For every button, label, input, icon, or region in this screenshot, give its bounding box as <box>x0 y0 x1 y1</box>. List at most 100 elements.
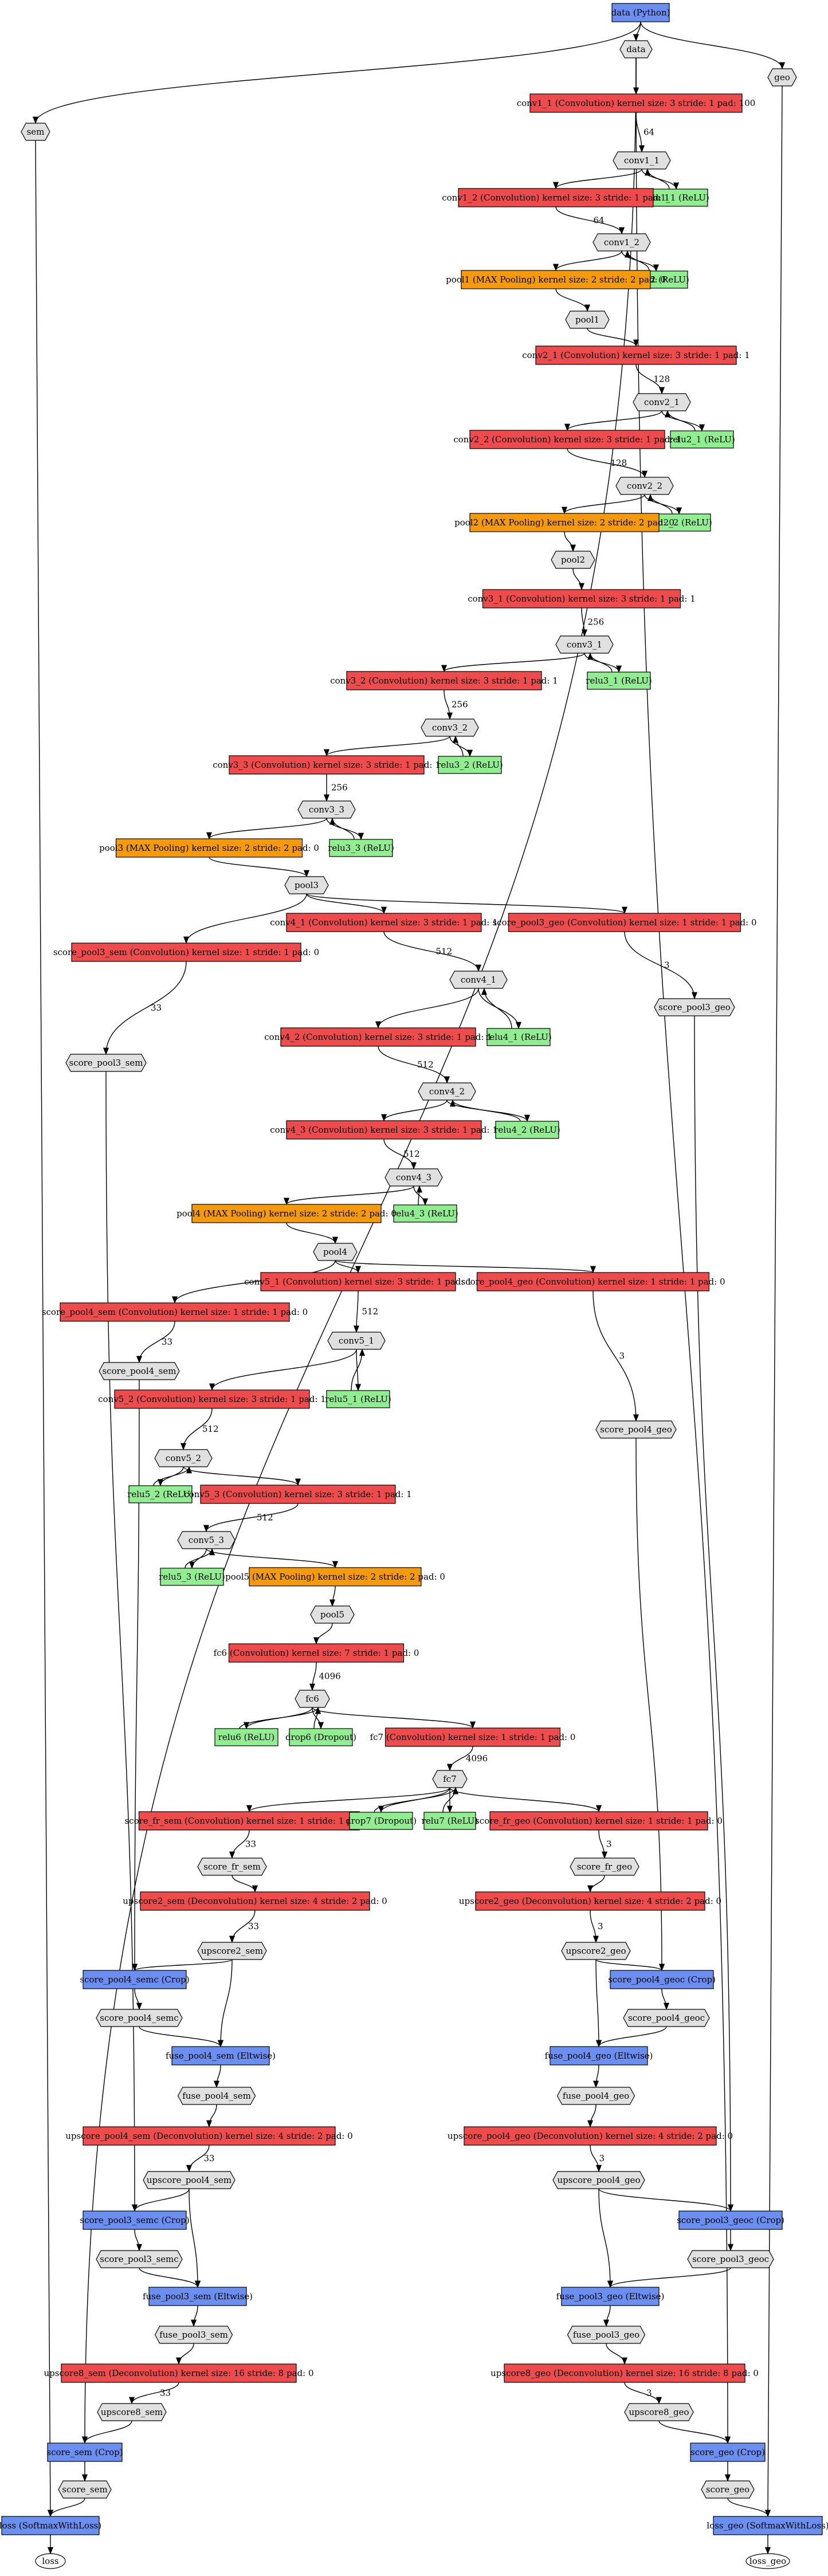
blob-node-loss: loss <box>35 2553 66 2569</box>
node-shape <box>21 123 50 141</box>
edge-conv1_1-to-conv1_2_L <box>553 168 642 190</box>
layer-node-relu7: relu7 (ReLU) <box>422 1812 478 1830</box>
edge-relu5_1-to-conv5_1 <box>351 1348 366 1391</box>
node-shape <box>550 2046 648 2065</box>
edge-pool4-to-conv5_1_L <box>335 1260 361 1274</box>
layer-node-fc7-L: fc7 (Convolution) kernel size: 1 stride:… <box>370 1727 575 1747</box>
edge-label-upscore_pool4_geo: 3 <box>599 2153 605 2163</box>
edge-fuse_pool3_geo-to-upscore8_geo_L <box>606 2343 628 2365</box>
edge-label-upscore8_geo: 3 <box>646 2388 652 2398</box>
edge-fc7_L-to-fc7 <box>446 1746 473 1772</box>
edge-upscore8_sem_L-to-upscore8_sem <box>129 2382 179 2405</box>
edge-labels-layer: 6464128128256256256512333512512512333512… <box>151 127 670 2398</box>
node-shape <box>229 755 425 775</box>
node-label: conv5_2 <box>166 1453 201 1463</box>
node-shape <box>284 876 329 894</box>
node-shape <box>449 971 508 989</box>
node-shape <box>475 1891 705 1911</box>
node-shape <box>349 1812 413 1830</box>
edge-conv5_1-to-relu5_1 <box>355 1349 362 1392</box>
node-label: upscore_pool4_geo <box>558 2175 641 2185</box>
edge-conv1_2_L-to-conv1_2 <box>555 206 625 235</box>
edge-label-conv5_2: 512 <box>202 1424 219 1434</box>
edge-fuse_pool4_geo-to-upscore_pool4_geo_L <box>587 2104 597 2128</box>
node-label: pool3 <box>295 880 319 890</box>
node-shape <box>286 1120 482 1140</box>
layer-node-fuse-pool4-geo-L: fuse_pool4_geo (Eltwise) <box>545 2046 653 2065</box>
layer-node-conv4-2-L: conv4_2 (Convolution) kernel size: 3 str… <box>264 1027 492 1047</box>
edge-relu2_2-to-conv2_2 <box>647 493 673 515</box>
node-shape <box>476 1272 710 1291</box>
node-shape <box>418 1082 476 1101</box>
layer-node-relu3-1: relu3_1 (ReLU) <box>586 672 652 690</box>
node-label: fuse_pool3_sem <box>159 2330 228 2340</box>
node-label: fuse_pool4_geo (Eltwise) <box>545 2051 653 2061</box>
edge-label-conv3_3: 256 <box>331 783 348 793</box>
edge-conv4_3_L-to-conv4_3 <box>383 1138 417 1170</box>
blob-node-upscore8-sem: upscore8_sem <box>97 2403 167 2421</box>
node-shape <box>313 1243 358 1261</box>
layer-node-upscore8-geo-L: upscore8_geo (Deconvolution) kernel size… <box>490 2363 759 2383</box>
edge-score_fr_geo-to-upscore2_geo_L <box>587 1875 605 1893</box>
edge-upscore2_geo_L-to-upscore2_geo <box>590 1910 599 1943</box>
node-shape <box>654 998 735 1016</box>
layer-node-conv3-3-L: conv3_3 (Convolution) kernel size: 3 str… <box>213 755 441 775</box>
edge-upscore8_geo-to-score_geo_L <box>658 2420 731 2444</box>
node-label: score_pool3_geo <box>658 1002 731 1012</box>
node-shape <box>486 1028 551 1046</box>
edge-label-score_fr_sem: 33 <box>245 1839 256 1849</box>
node-shape <box>60 1302 290 1322</box>
edge-upscore2_geo-to-score_pool4_geoc_L <box>595 1959 665 1972</box>
node-label: fuse_pool3_sem (Eltwise) <box>143 2291 253 2302</box>
layer-node-pool5-L: pool5 (MAX Pooling) kernel size: 2 strid… <box>225 1567 445 1587</box>
blob-node-pool3: pool3 <box>284 876 329 894</box>
layer-node-fuse-pool4-sem-L: fuse_pool4_sem (Eltwise) <box>166 2046 276 2065</box>
node-shape <box>97 2403 167 2421</box>
node-label: upscore_pool4_geo (Deconvolution) kernel… <box>448 2131 733 2141</box>
node-shape <box>384 1168 443 1187</box>
layer-node-conv5-1-L: conv5_1 (Convolution) kernel size: 3 str… <box>244 1272 472 1291</box>
blob-node-score-pool3-geoc: score_pool3_geoc <box>687 2250 774 2268</box>
edge-conv3_3-to-pool3_L <box>206 818 327 840</box>
node-label: fuse_pool3_geo (Eltwise) <box>556 2291 665 2302</box>
node-label: loss <box>42 2556 58 2566</box>
node-shape <box>83 2126 336 2146</box>
node-label: upscore2_sem <box>201 1946 263 1956</box>
edge-upscore_pool4_geo-to-score_pool3_geoc_L <box>598 2188 733 2212</box>
edge-pool3_L-to-pool3 <box>209 857 309 878</box>
node-shape <box>280 1027 476 1047</box>
edge-relu4_1-to-conv4_1 <box>481 987 512 1029</box>
layer-node-relu4-3: relu4_3 (ReLU) <box>392 1204 458 1223</box>
edge-score_pool4_geoc_L-to-score_pool4_geoc <box>661 1988 670 2010</box>
edge-label-conv5_3: 512 <box>257 1513 273 1523</box>
blob-node-fuse-pool4-geo: fuse_pool4_geo <box>556 2087 635 2105</box>
node-shape <box>115 838 303 858</box>
node-label: score_sem (Crop) <box>46 2447 123 2457</box>
node-label: score_sem <box>62 2484 107 2495</box>
edge-score_pool4_geo_L-to-score_pool4_geo <box>592 1290 639 1422</box>
node-label: pool1 (MAX Pooling) kernel size: 2 strid… <box>446 274 666 285</box>
node-label: conv3_2 (Convolution) kernel size: 3 str… <box>330 676 558 686</box>
layer-node-score-pool4-geoc-L: score_pool4_geoc (Crop) <box>608 1970 716 1989</box>
edge-fc6-to-drop6 <box>312 1707 324 1730</box>
node-label: conv2_1 (Convolution) kernel size: 3 str… <box>522 350 750 360</box>
node-shape <box>154 1449 213 1467</box>
edge-pool2_L-to-pool2 <box>564 531 576 552</box>
layer-node-loss-geo-L: loss_geo (SoftmaxWithLoss) <box>707 2516 828 2535</box>
node-shape <box>644 189 708 207</box>
blob-node-upscore2-geo: upscore2_geo <box>561 1942 631 1960</box>
blob-node-upscore-pool4-geo: upscore_pool4_geo <box>552 2171 645 2189</box>
edge-score_pool3_geo-to-score_pool3_geoc_L <box>694 1015 734 2212</box>
edge-fuse_pool4_geo_L-to-fuse_pool4_geo <box>592 2064 599 2088</box>
blob-node-sem: sem <box>21 123 50 141</box>
edge-conv4_2-to-conv4_3_L <box>381 1099 448 1122</box>
layer-node-pool2-L: pool2 (MAX Pooling) kernel size: 2 strid… <box>454 513 674 532</box>
node-shape <box>745 2553 790 2569</box>
node-shape <box>393 1204 457 1223</box>
node-shape <box>154 2326 233 2344</box>
node-label: relu7 (ReLU) <box>422 1816 478 1826</box>
edge-relu3_2-to-conv3_2 <box>452 735 464 757</box>
blob-node-conv5-3: conv5_3 <box>177 1531 236 1549</box>
node-label: score_geo (Crop) <box>690 2447 765 2457</box>
layer-node-relu6: relu6 (ReLU) <box>214 1728 278 1746</box>
